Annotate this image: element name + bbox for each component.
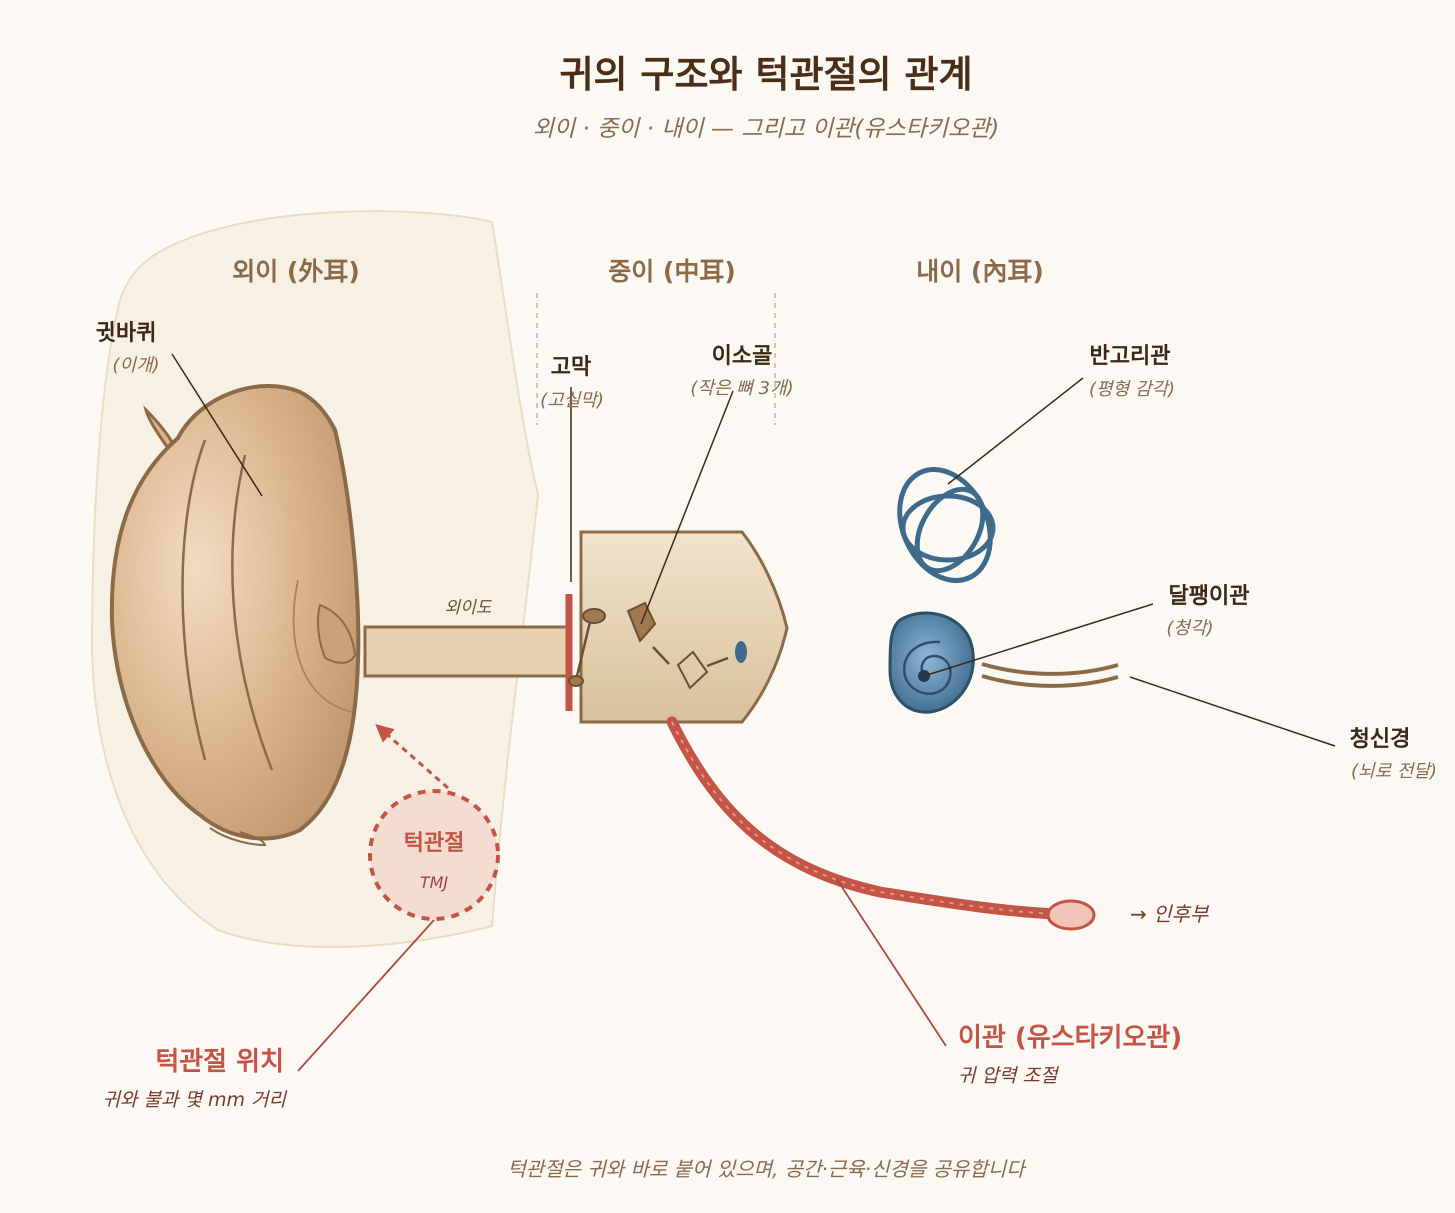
auditory-nerve: [981, 662, 1119, 688]
auricle-sub: (이개): [112, 355, 159, 376]
nerve-sub: (뇌로 전달): [1351, 761, 1437, 782]
nerve-label: 청신경: [1350, 727, 1411, 752]
ear-canal: [363, 625, 570, 678]
semicircular-sub: (평형 감각): [1089, 379, 1175, 400]
leader-lines: [171, 353, 1336, 1072]
eustachian-sub: 귀 압력 조절: [958, 1065, 1059, 1087]
ear-canal-label: 외이도: [445, 598, 493, 618]
tmj-position-label: 턱관절 위치: [155, 1047, 284, 1077]
eardrum-label: 고막: [551, 355, 591, 380]
cochlea-sub: (청각): [1166, 618, 1213, 639]
tmj-marker: 턱관절 TMJ: [368, 789, 500, 921]
middle-ear-chamber: [579, 530, 789, 724]
cochlea-label: 달팽이관: [1169, 584, 1250, 609]
region-outer-ear: 외이 (外耳): [232, 257, 360, 286]
semicircular-canals: [897, 467, 996, 583]
tmj-arrow: [375, 724, 449, 790]
semicircular-label: 반고리관: [1090, 344, 1171, 369]
eustachian-tube: [666, 716, 1096, 931]
page-subtitle: 외이 · 중이 · 내이 — 그리고 이관(유스타키오관): [533, 116, 999, 142]
eustachian-label: 이관 (유스타키오관): [958, 1023, 1182, 1053]
page-title: 귀의 구조와 턱관절의 관계: [559, 53, 972, 96]
eardrum-sub: (고실막): [540, 390, 604, 411]
ossicles-label: 이소골: [712, 344, 773, 369]
tmj-circle-label: 턱관절: [404, 831, 465, 856]
tmj-circle-sub: TMJ: [420, 873, 449, 892]
auricle: [109, 383, 361, 847]
region-inner-ear: 내이 (內耳): [916, 257, 1044, 286]
cochlea: [888, 611, 975, 714]
footer-note: 턱관절은 귀와 바로 붙어 있으며, 공간·근육·신경을 공유합니다: [507, 1157, 1027, 1181]
pharynx-label: → 인후부: [1130, 902, 1210, 926]
auricle-label: 귓바퀴: [96, 321, 157, 346]
region-middle-ear: 중이 (中耳): [608, 257, 736, 286]
tmj-position-sub: 귀와 불과 몇 mm 거리: [102, 1089, 287, 1111]
ossicles-sub: (작은 뼈 3개): [690, 378, 793, 399]
